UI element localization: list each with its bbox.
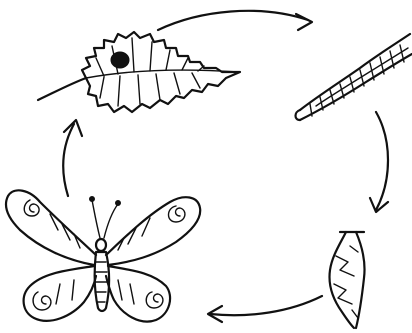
right-hindwing-eyespot [146, 292, 163, 308]
right-hindwing-veins [118, 280, 134, 304]
arrow-chrysalis-to-butterfly [208, 296, 322, 322]
right-forewing-eyespot [169, 206, 185, 222]
right-forewing-veins [118, 218, 150, 250]
leaf-stem [38, 78, 86, 100]
leaf-midrib [86, 70, 238, 78]
butterfly-antenna-left [92, 200, 100, 238]
left-hindwing-veins [56, 280, 74, 304]
chrysalis-outline [330, 232, 365, 328]
butterfly-antenna-right [104, 204, 118, 238]
left-forewing-eyespot [24, 200, 39, 216]
leaf-with-egg [38, 32, 240, 112]
butterfly-left-forewing [6, 190, 96, 265]
caterpillar [296, 34, 412, 120]
arrow-egg-to-caterpillar [158, 11, 312, 30]
butterfly-left-hindwing [24, 266, 96, 321]
butterfly [6, 190, 200, 321]
left-forewing-veins [50, 214, 80, 248]
leaf-veins-lower [100, 73, 200, 106]
caterpillar-body-outline [300, 34, 412, 120]
arrow-caterpillar-to-chrysalis [370, 112, 388, 212]
egg-icon [111, 52, 129, 68]
caterpillar-head [296, 110, 301, 120]
butterfly-right-hindwing [106, 266, 170, 322]
leaf-outline [82, 32, 240, 112]
left-hindwing-eyespot [33, 292, 51, 310]
butterfly-right-forewing [106, 197, 200, 265]
chrysalis [330, 232, 365, 328]
arrow-butterfly-to-egg [63, 120, 82, 196]
caterpillar-stripe [316, 48, 408, 106]
butterfly-head [96, 239, 106, 251]
